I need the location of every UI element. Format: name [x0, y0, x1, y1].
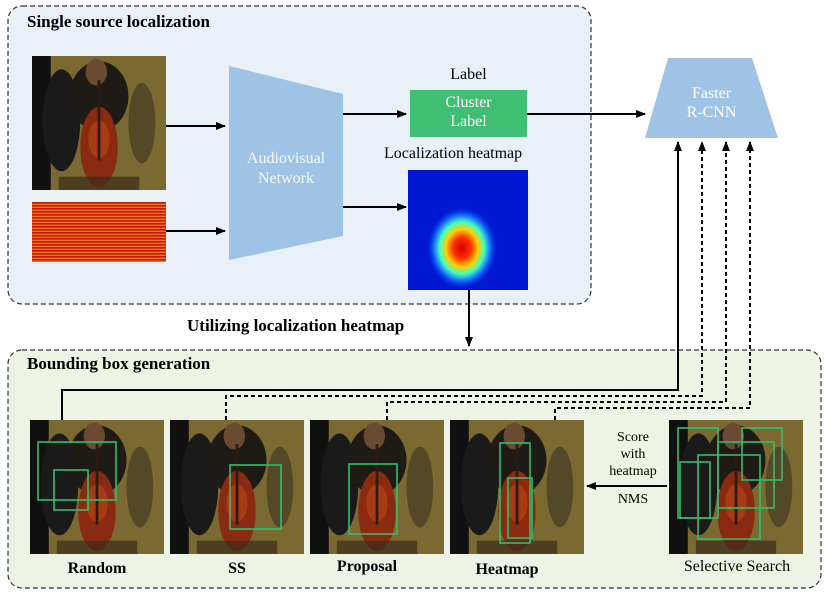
rcnn-line1: Faster — [691, 85, 732, 102]
method-label-selective-search: Selective Search — [683, 558, 791, 575]
heatmap-blob — [426, 206, 498, 290]
heatmap-image — [450, 420, 584, 554]
ss-box-5 — [679, 461, 711, 519]
score-line3: heatmap — [609, 464, 657, 479]
random-image — [30, 420, 164, 554]
ss-box-4 — [741, 427, 783, 481]
method-label-heatmap: Heatmap — [475, 561, 539, 578]
network-label-line2: Network — [258, 170, 314, 187]
method-label-random: Random — [67, 560, 127, 577]
input-video-frame — [32, 56, 166, 190]
network-label-line1: Audiovisual — [246, 150, 326, 167]
heatmap-box-1 — [499, 442, 531, 544]
method-label-ss: SS — [228, 560, 246, 577]
cluster-label-line2: Label — [450, 113, 487, 130]
bottom-panel-title: Bounding box generation — [27, 354, 211, 373]
heatmap-caption: Localization heatmap — [384, 145, 523, 162]
label-caption: Label — [450, 66, 487, 83]
random-feedback — [61, 141, 682, 420]
proposal-box — [348, 463, 398, 535]
score-line4: NMS — [617, 492, 649, 507]
ss-box — [229, 464, 282, 530]
rcnn-line2: R-CNN — [686, 104, 737, 121]
proposal-feedback — [386, 141, 730, 420]
ss-image — [170, 420, 304, 554]
score-line2: with — [620, 447, 646, 462]
random-box-1 — [37, 441, 117, 501]
selective-search-image — [669, 420, 803, 554]
cluster-label-line1: Cluster — [445, 94, 492, 111]
bounding-boxes — [37, 427, 783, 544]
random-box-2 — [53, 469, 89, 511]
ss-box-2 — [717, 441, 775, 509]
ss-feedback — [225, 141, 706, 420]
top-panel-title: Single source localization — [27, 12, 210, 31]
audiovisual-network — [229, 66, 343, 260]
feedback-lines — [61, 141, 682, 420]
method-label-proposal: Proposal — [336, 558, 398, 575]
score-line1: Score — [617, 430, 649, 445]
audio-spectrogram — [32, 202, 166, 262]
heatmap-feedback — [554, 141, 754, 420]
faster-rcnn — [645, 58, 778, 138]
connector-label: Utilizing localization heatmap — [187, 316, 405, 335]
dashed-feedback-lines — [225, 141, 754, 420]
cluster-label-box — [410, 90, 527, 137]
ss-box-3 — [697, 454, 761, 540]
heatmap-box-2 — [507, 477, 533, 539]
